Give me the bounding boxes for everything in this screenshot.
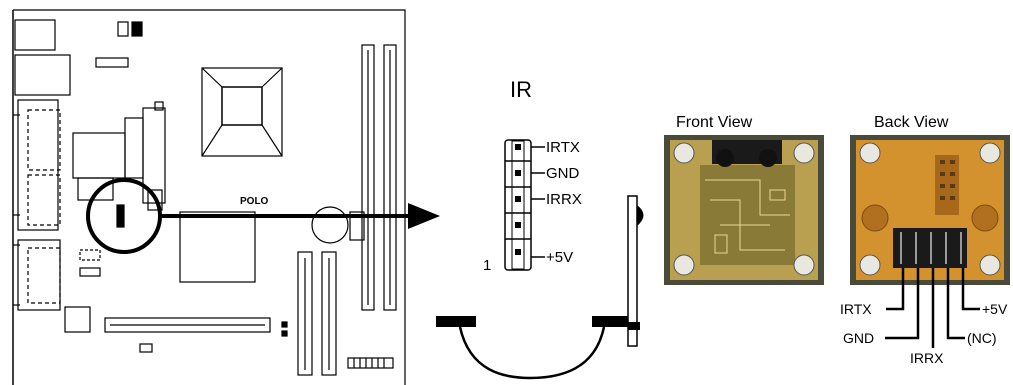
vga-port [17,239,61,311]
back-label-irtx: IRTX [840,301,872,317]
front-view-caption: Front View [676,114,753,131]
connector-title: IR [510,77,532,102]
back-label-gnd: GND [843,330,874,346]
pointer-arrow [158,203,440,229]
back-label-irrx: IRRX [910,350,944,366]
module-back-photo [850,135,1010,285]
back-label-5v: +5V [982,301,1008,317]
usb-port [14,54,71,96]
cpu-socket [201,67,283,157]
pin-label-gnd: GND [546,165,580,182]
back-pin-leaders [885,268,980,348]
dimm-slot [383,44,397,311]
back-view-caption: Back View [874,114,949,131]
back-label-nc: (NC) [967,330,997,346]
serial-port [17,99,59,231]
ps2-port [14,19,56,51]
pin-label-irrx: IRRX [546,191,582,208]
ir-connector [504,139,545,271]
pin-label-5v: +5V [546,249,573,266]
board-ir-header [116,204,125,228]
motherboard [12,9,406,385]
ir-sensor-side [637,205,644,226]
pin-one-marker: 1 [483,257,491,274]
module-front-photo [664,135,824,285]
dimm-slot [361,44,375,311]
ir-cable [436,195,644,380]
module-side-board [627,195,638,347]
chipset [179,211,256,283]
pin-label-irtx: IRTX [546,139,580,156]
chip-label: POLO [240,196,269,207]
